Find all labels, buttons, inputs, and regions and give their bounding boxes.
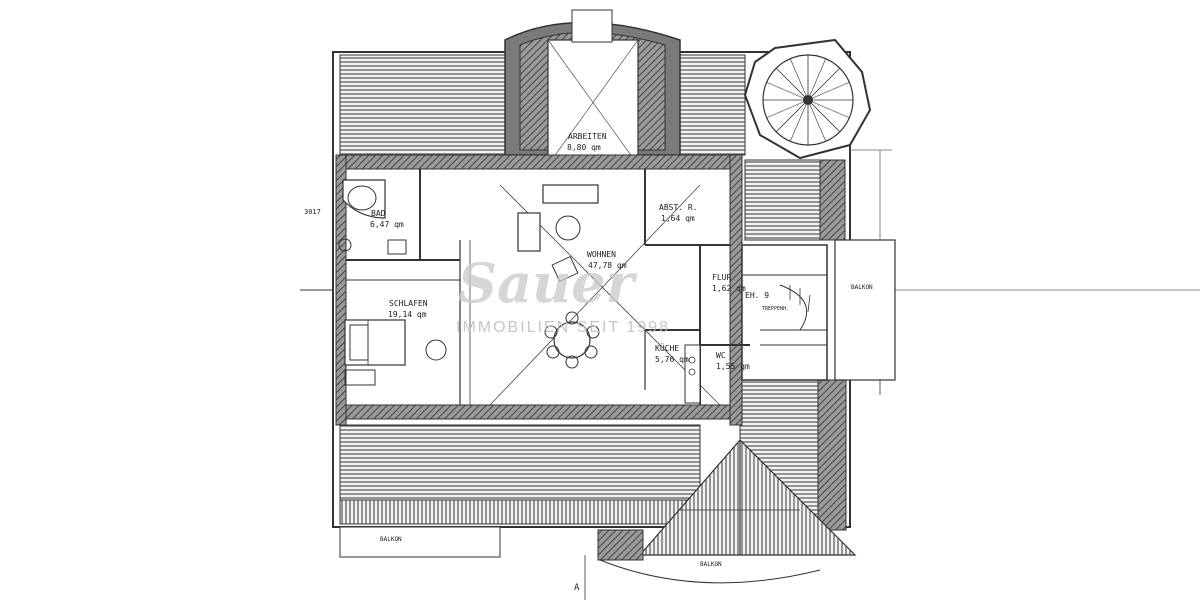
- sofa: [517, 184, 599, 283]
- watermark-logo: Sauer IMMOBILIEN SEIT 1998: [456, 251, 670, 336]
- edge-code: 3017: [304, 208, 321, 216]
- room-abstr: ABST. R. 1,64 qm: [659, 203, 698, 223]
- room-schlafen-area: 19,14 qm: [388, 310, 427, 319]
- balcony-right: [834, 239, 896, 395]
- room-wohnen-area: 47,78 qm: [588, 261, 627, 270]
- kitchen-counter: [684, 344, 701, 404]
- watermark-brand: Sauer: [458, 251, 638, 315]
- room-abstr-name: ABST. R.: [659, 203, 698, 212]
- room-schlafen: SCHLAFEN 19,14 qm: [388, 299, 428, 319]
- room-abstr-area: 1,64 qm: [661, 214, 695, 223]
- room-kueche-area: 5,76 qm: [655, 355, 689, 364]
- interior-walls: [335, 154, 828, 426]
- room-wohnen-name: WOHNEN: [587, 250, 616, 259]
- room-flur-name: FLUR: [712, 273, 731, 282]
- room-wc-area: 1,55 qm: [716, 362, 750, 371]
- hip-roof: [638, 439, 857, 556]
- room-bad-name: BAD: [371, 209, 386, 218]
- balkon-bottom-left-label: BALKON: [380, 536, 402, 543]
- balcony-bottom-right: [597, 529, 821, 584]
- room-kueche-name: KÜCHE: [655, 343, 679, 353]
- balcony-bottom-left: [339, 526, 501, 558]
- room-arbeiten-area: 8,80 qm: [567, 143, 601, 152]
- room-kueche: KÜCHE 5,76 qm: [655, 343, 689, 364]
- section-mark: A: [574, 583, 580, 593]
- balkon-right-label: BALKON: [851, 284, 873, 291]
- roof-bottom: [339, 424, 731, 525]
- room-flur-area: 1,62 qm: [712, 284, 746, 293]
- room-flur: FLUR 1,62 qm: [712, 273, 746, 293]
- room-schlafen-name: SCHLAFEN: [389, 299, 428, 308]
- room-arbeiten: ARBEITEN 8,80 qm: [567, 132, 607, 152]
- watermark-tagline: IMMOBILIEN SEIT 1998: [456, 319, 670, 336]
- stair-label: TREPPENH.: [762, 306, 789, 312]
- dining-table: [544, 311, 600, 369]
- room-wohnen: WOHNEN 47,78 qm: [587, 250, 627, 270]
- stair-house-label: EH. 9: [745, 291, 769, 300]
- bathtub: [338, 179, 407, 255]
- bed: [344, 319, 447, 386]
- room-wc: WC 1,55 qm: [716, 351, 750, 371]
- tower: [743, 38, 872, 160]
- room-arbeiten-name: ARBEITEN: [568, 132, 607, 141]
- dormer: [504, 9, 681, 166]
- room-bad: BAD 6,47 qm: [370, 209, 404, 229]
- room-bad-area: 6,47 qm: [370, 220, 404, 229]
- balkon-bottom-right-label: BALKON: [700, 561, 722, 568]
- room-wc-name: WC: [716, 351, 726, 360]
- stair-flight: [779, 284, 811, 331]
